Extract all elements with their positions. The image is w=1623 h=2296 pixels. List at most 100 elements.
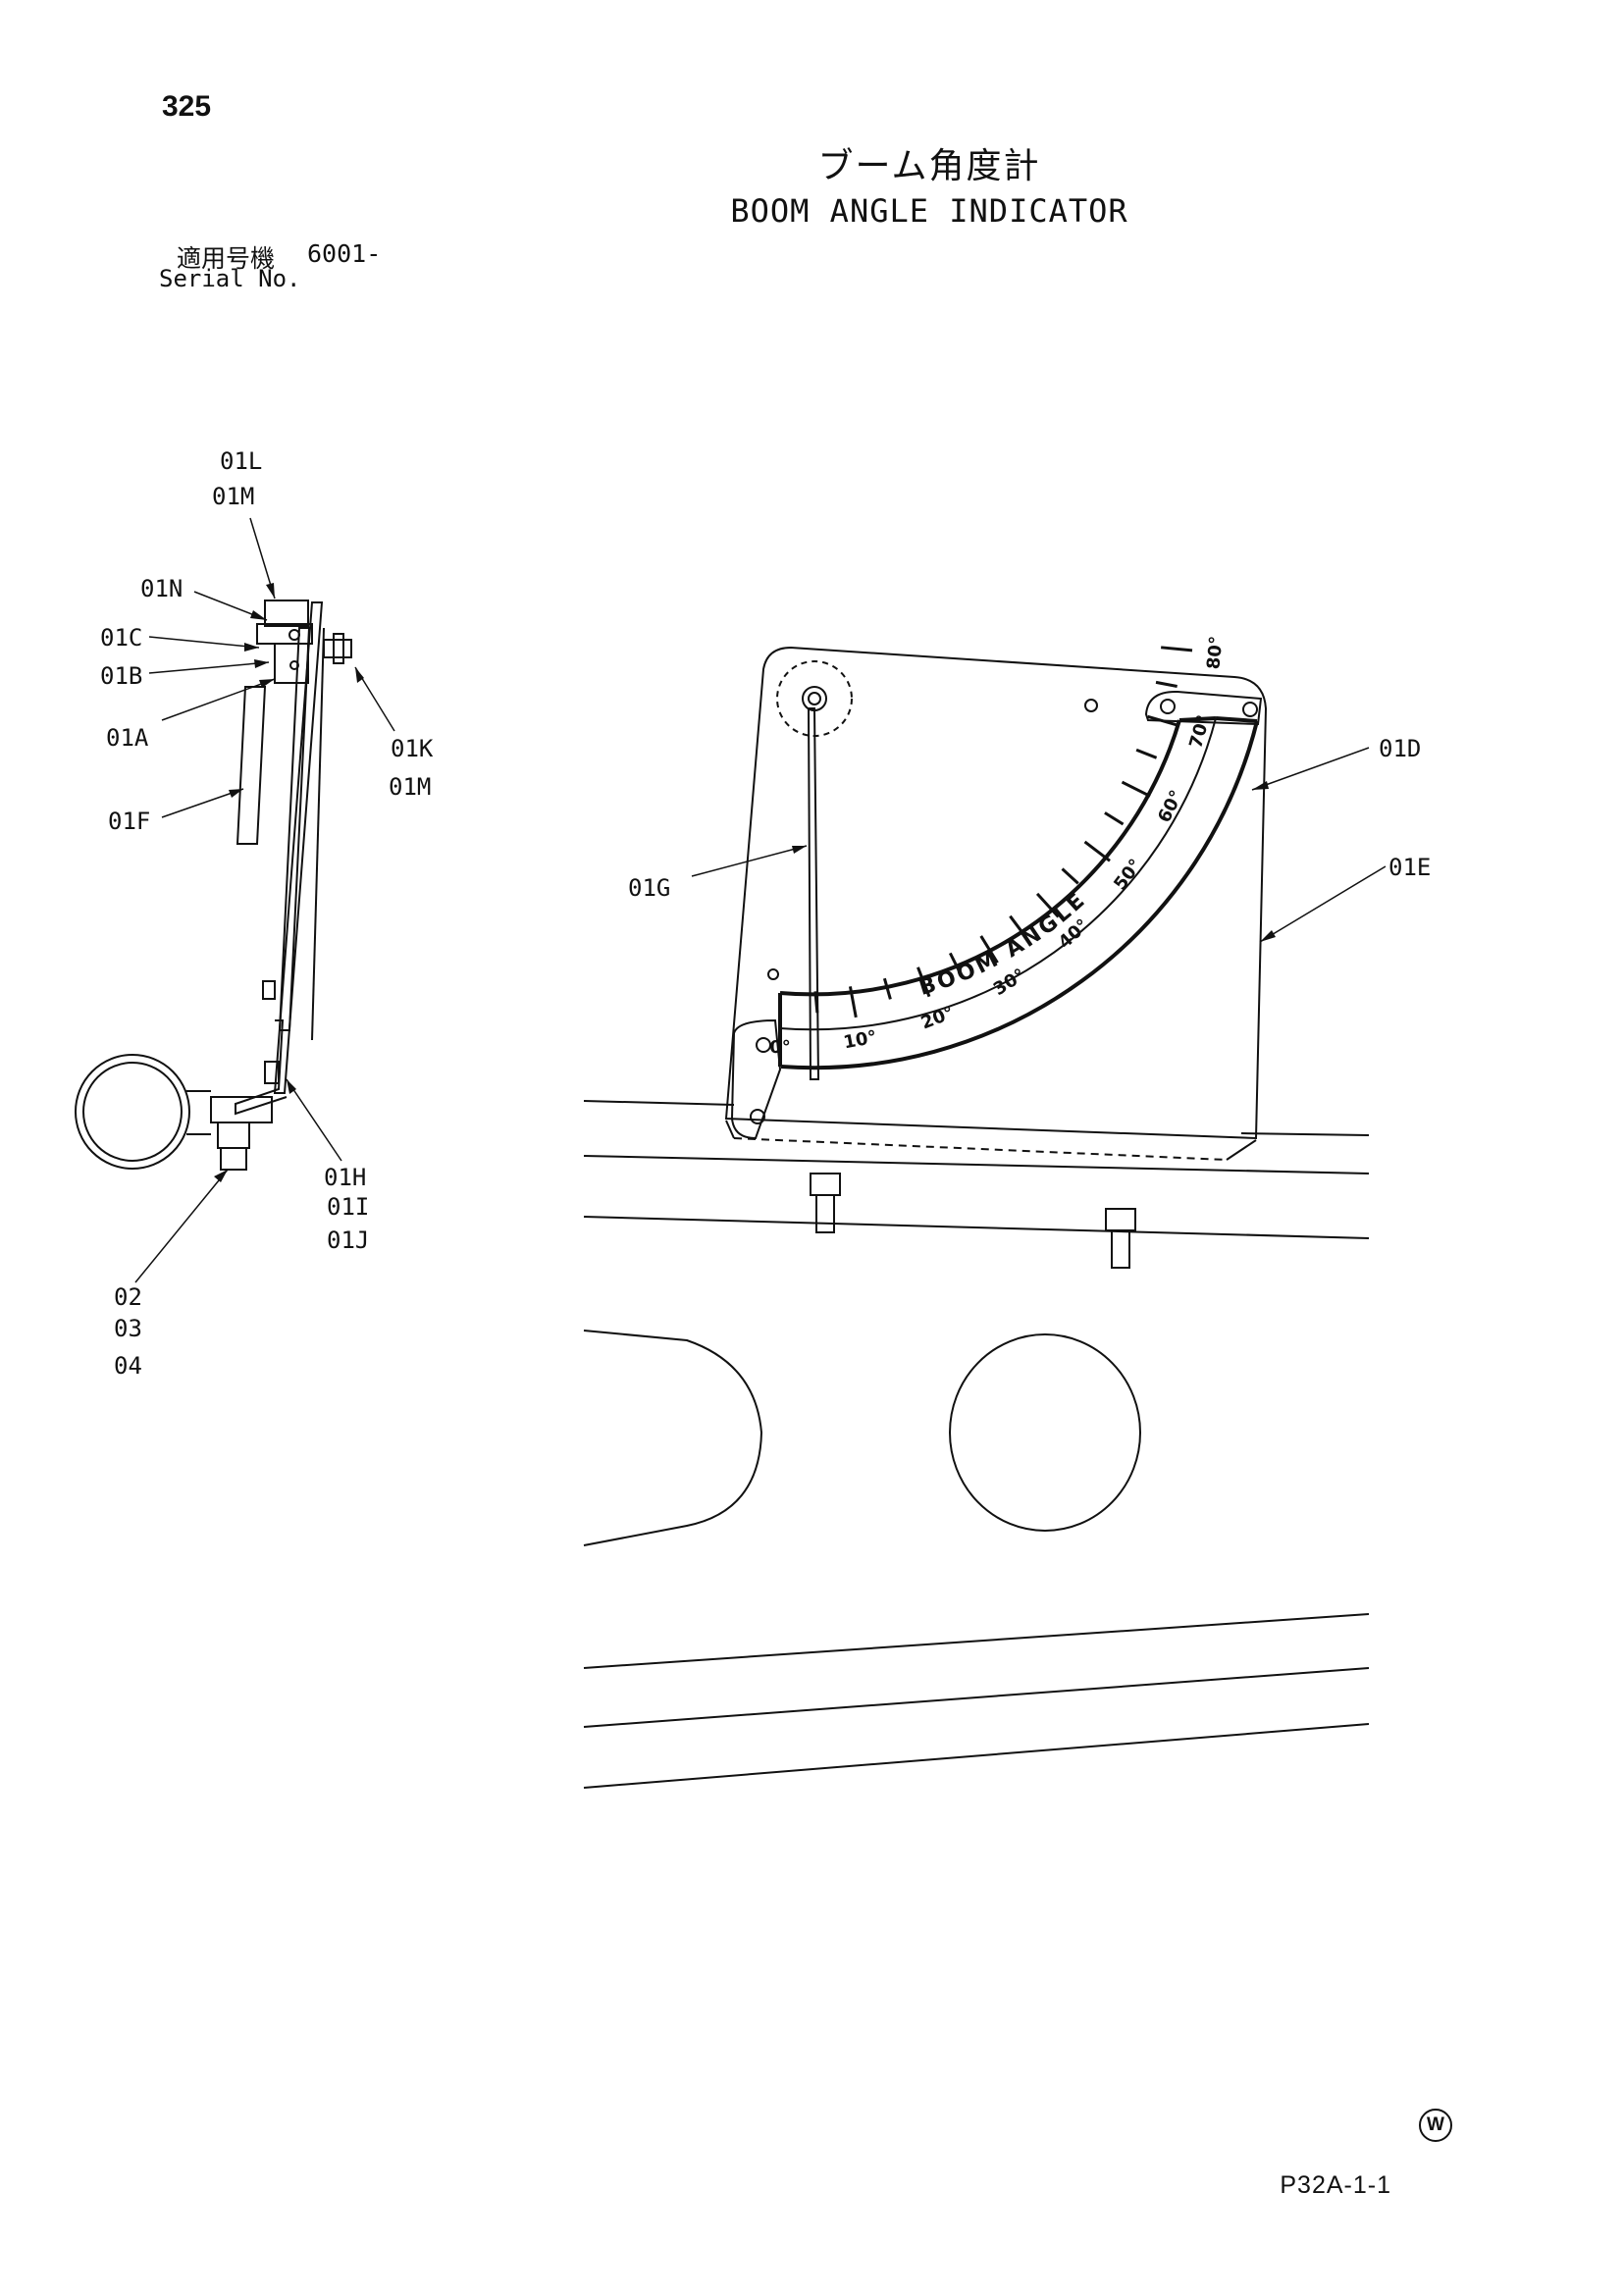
callout-03: 03: [114, 1315, 142, 1342]
scale-tick: [1061, 867, 1079, 885]
stud-right-nut: [1105, 1208, 1136, 1231]
scale-tab-left: [730, 1018, 782, 1140]
page-number: 325: [162, 90, 212, 123]
scale-tick: [1009, 914, 1024, 935]
scale-tick: [916, 966, 931, 998]
leader-arrowheads: [214, 583, 1276, 1182]
leader-02: [134, 1169, 229, 1283]
scale-label: 0°: [769, 1037, 791, 1058]
scale-label: 20°: [918, 1003, 957, 1034]
callout-02: 02: [114, 1283, 142, 1311]
indicator-front-view: [583, 646, 1370, 1269]
scale-tick: [1121, 780, 1151, 798]
slot-cutout: [583, 1330, 763, 1546]
tab-screw-left-top: [756, 1037, 771, 1053]
serial-label-english: Serial No.: [159, 265, 301, 292]
arrow-01c: [244, 643, 259, 652]
mount-stud: [220, 1147, 247, 1171]
leader-01g: [691, 845, 808, 877]
tab-screw-left-bottom: [750, 1109, 765, 1124]
leader-01f: [161, 788, 244, 818]
round-hole: [949, 1333, 1141, 1532]
title-english: BOOM ANGLE INDICATOR: [730, 192, 1128, 230]
arrow-02: [214, 1170, 228, 1182]
scale-tick: [1135, 748, 1158, 759]
scale-tick: [813, 991, 819, 1014]
scale-tick: [1035, 892, 1060, 918]
round-body-outer: [75, 1054, 190, 1170]
callout-01i: 01I: [327, 1193, 369, 1221]
leader-01h: [286, 1078, 342, 1162]
scale-tab-right: [1144, 690, 1263, 726]
stud-left-nut: [810, 1173, 841, 1196]
arrow-01g: [792, 846, 807, 854]
scale-tick: [1083, 840, 1111, 862]
serial-number: 6001-: [307, 239, 382, 268]
arrow-01d: [1252, 781, 1269, 790]
callout-01g: 01G: [628, 874, 670, 902]
serial-label-japanese: 適用号機: [177, 244, 276, 273]
leader-01c: [148, 636, 260, 649]
scale-tick: [948, 952, 962, 973]
callout-01a: 01A: [106, 724, 149, 752]
callout-01d: 01D: [1379, 735, 1421, 762]
frame-line-1: [583, 1613, 1370, 1669]
lower-bolt-b: [264, 1061, 280, 1084]
arrow-01a: [259, 679, 275, 688]
scale-tick: [1104, 811, 1125, 826]
callout-01h: 01H: [324, 1164, 366, 1191]
callout-01f: 01F: [108, 808, 150, 835]
callout-04: 04: [114, 1352, 142, 1380]
lower-bolt-a: [262, 980, 276, 1000]
callout-01c: 01C: [100, 624, 142, 652]
housing-bottom-dashed: [733, 1137, 1228, 1161]
tab-screw-right-a: [1160, 699, 1176, 714]
scale-inner-arc: [779, 719, 1181, 997]
sheet-code: P32A-1-1: [1280, 2171, 1391, 2199]
scale-tick: [1161, 646, 1193, 652]
scale-label: 10°: [842, 1027, 878, 1054]
arrow-01k: [355, 667, 364, 683]
leader-01e: [1259, 865, 1387, 943]
base-line-top: [583, 1100, 1370, 1136]
callout-labels: 01L 01M 01N 01C 01B 01A 01F 01K 01M 01H …: [100, 447, 1431, 1380]
pivot-inner: [808, 692, 821, 705]
scale-tick: [979, 935, 999, 964]
pivot-outer: [802, 686, 827, 711]
callout-01k: 01K: [391, 735, 434, 762]
side-bolt: [323, 639, 352, 658]
round-body-inner: [82, 1062, 183, 1162]
callout-01e: 01E: [1388, 854, 1431, 881]
callout-01m-top: 01M: [212, 483, 254, 510]
arrow-01e: [1260, 930, 1276, 942]
side-bracket-inner: [278, 627, 311, 1031]
base-line-middle: [583, 1155, 1370, 1174]
scale-label: 80°: [1203, 635, 1227, 670]
lower-structure: [583, 1330, 1370, 1789]
scale-ticks: [778, 646, 1193, 1024]
hole-left: [767, 968, 779, 980]
callout-01j: 01J: [327, 1226, 369, 1254]
frame-line-2: [583, 1667, 1370, 1728]
arrow-01f: [229, 789, 243, 798]
scale-ends: [778, 716, 1258, 1067]
clamp-bolt: [289, 660, 299, 670]
side-bracket-edge: [311, 627, 325, 1041]
side-bracket-plate: [273, 601, 324, 1094]
leader-01d: [1251, 747, 1370, 791]
leader-01a: [161, 678, 276, 721]
stud-left-shaft: [815, 1194, 835, 1233]
scale-tick: [1155, 680, 1178, 688]
frame-line-3: [583, 1723, 1370, 1789]
top-bolt-head: [288, 629, 300, 641]
dial-scale: [730, 646, 1263, 1140]
arrow-01h: [287, 1079, 296, 1094]
arrow-01b: [254, 659, 269, 668]
round-body-link: [186, 1090, 211, 1135]
scale-tick: [848, 986, 858, 1018]
housing-plate: [724, 646, 1268, 1140]
top-nut-block: [264, 600, 309, 627]
scale-outer-arc: [780, 720, 1259, 1070]
callout-01b: 01B: [100, 662, 142, 690]
